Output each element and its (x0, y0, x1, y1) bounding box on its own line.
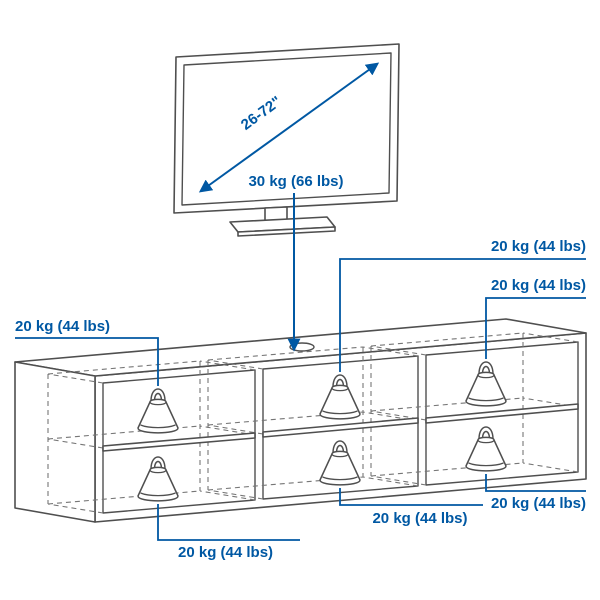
load-label-lower-left: 20 kg (44 lbs) (178, 544, 273, 561)
bench-shelf-middle (262, 417, 419, 438)
leader-line-top-left (15, 337, 159, 386)
leader-line-upper-right-first (339, 258, 586, 372)
leader-line-upper-right-second (485, 297, 586, 359)
bench-hidden-lines-left (47, 360, 256, 514)
bench-left-face (14, 361, 96, 523)
leader-line-lower-center (339, 488, 483, 506)
tv-screen (181, 52, 392, 206)
load-label-lower-right: 20 kg (44 lbs) (491, 495, 586, 512)
bench-shelf-left (102, 432, 256, 452)
bench-hidden-lines-right (370, 332, 579, 486)
tv-max-load-label: 30 kg (66 lbs) (248, 173, 343, 190)
bench-hidden-lines-middle (207, 346, 419, 500)
tv-stand-base-front (237, 226, 336, 237)
leader-line-lower-right (485, 474, 586, 492)
leader-line-lower-left (157, 504, 300, 541)
tv-diagonal-arrow (198, 62, 380, 193)
load-label-lower-center: 20 kg (44 lbs) (372, 510, 467, 527)
bench-shelf-right (425, 403, 579, 424)
load-label-upper-right-first: 20 kg (44 lbs) (491, 238, 586, 255)
load-label-upper-right-second: 20 kg (44 lbs) (491, 277, 586, 294)
tv-stand (229, 206, 336, 237)
tv-bench (14, 318, 587, 523)
load-label-top-left: 20 kg (44 lbs) (15, 318, 110, 335)
